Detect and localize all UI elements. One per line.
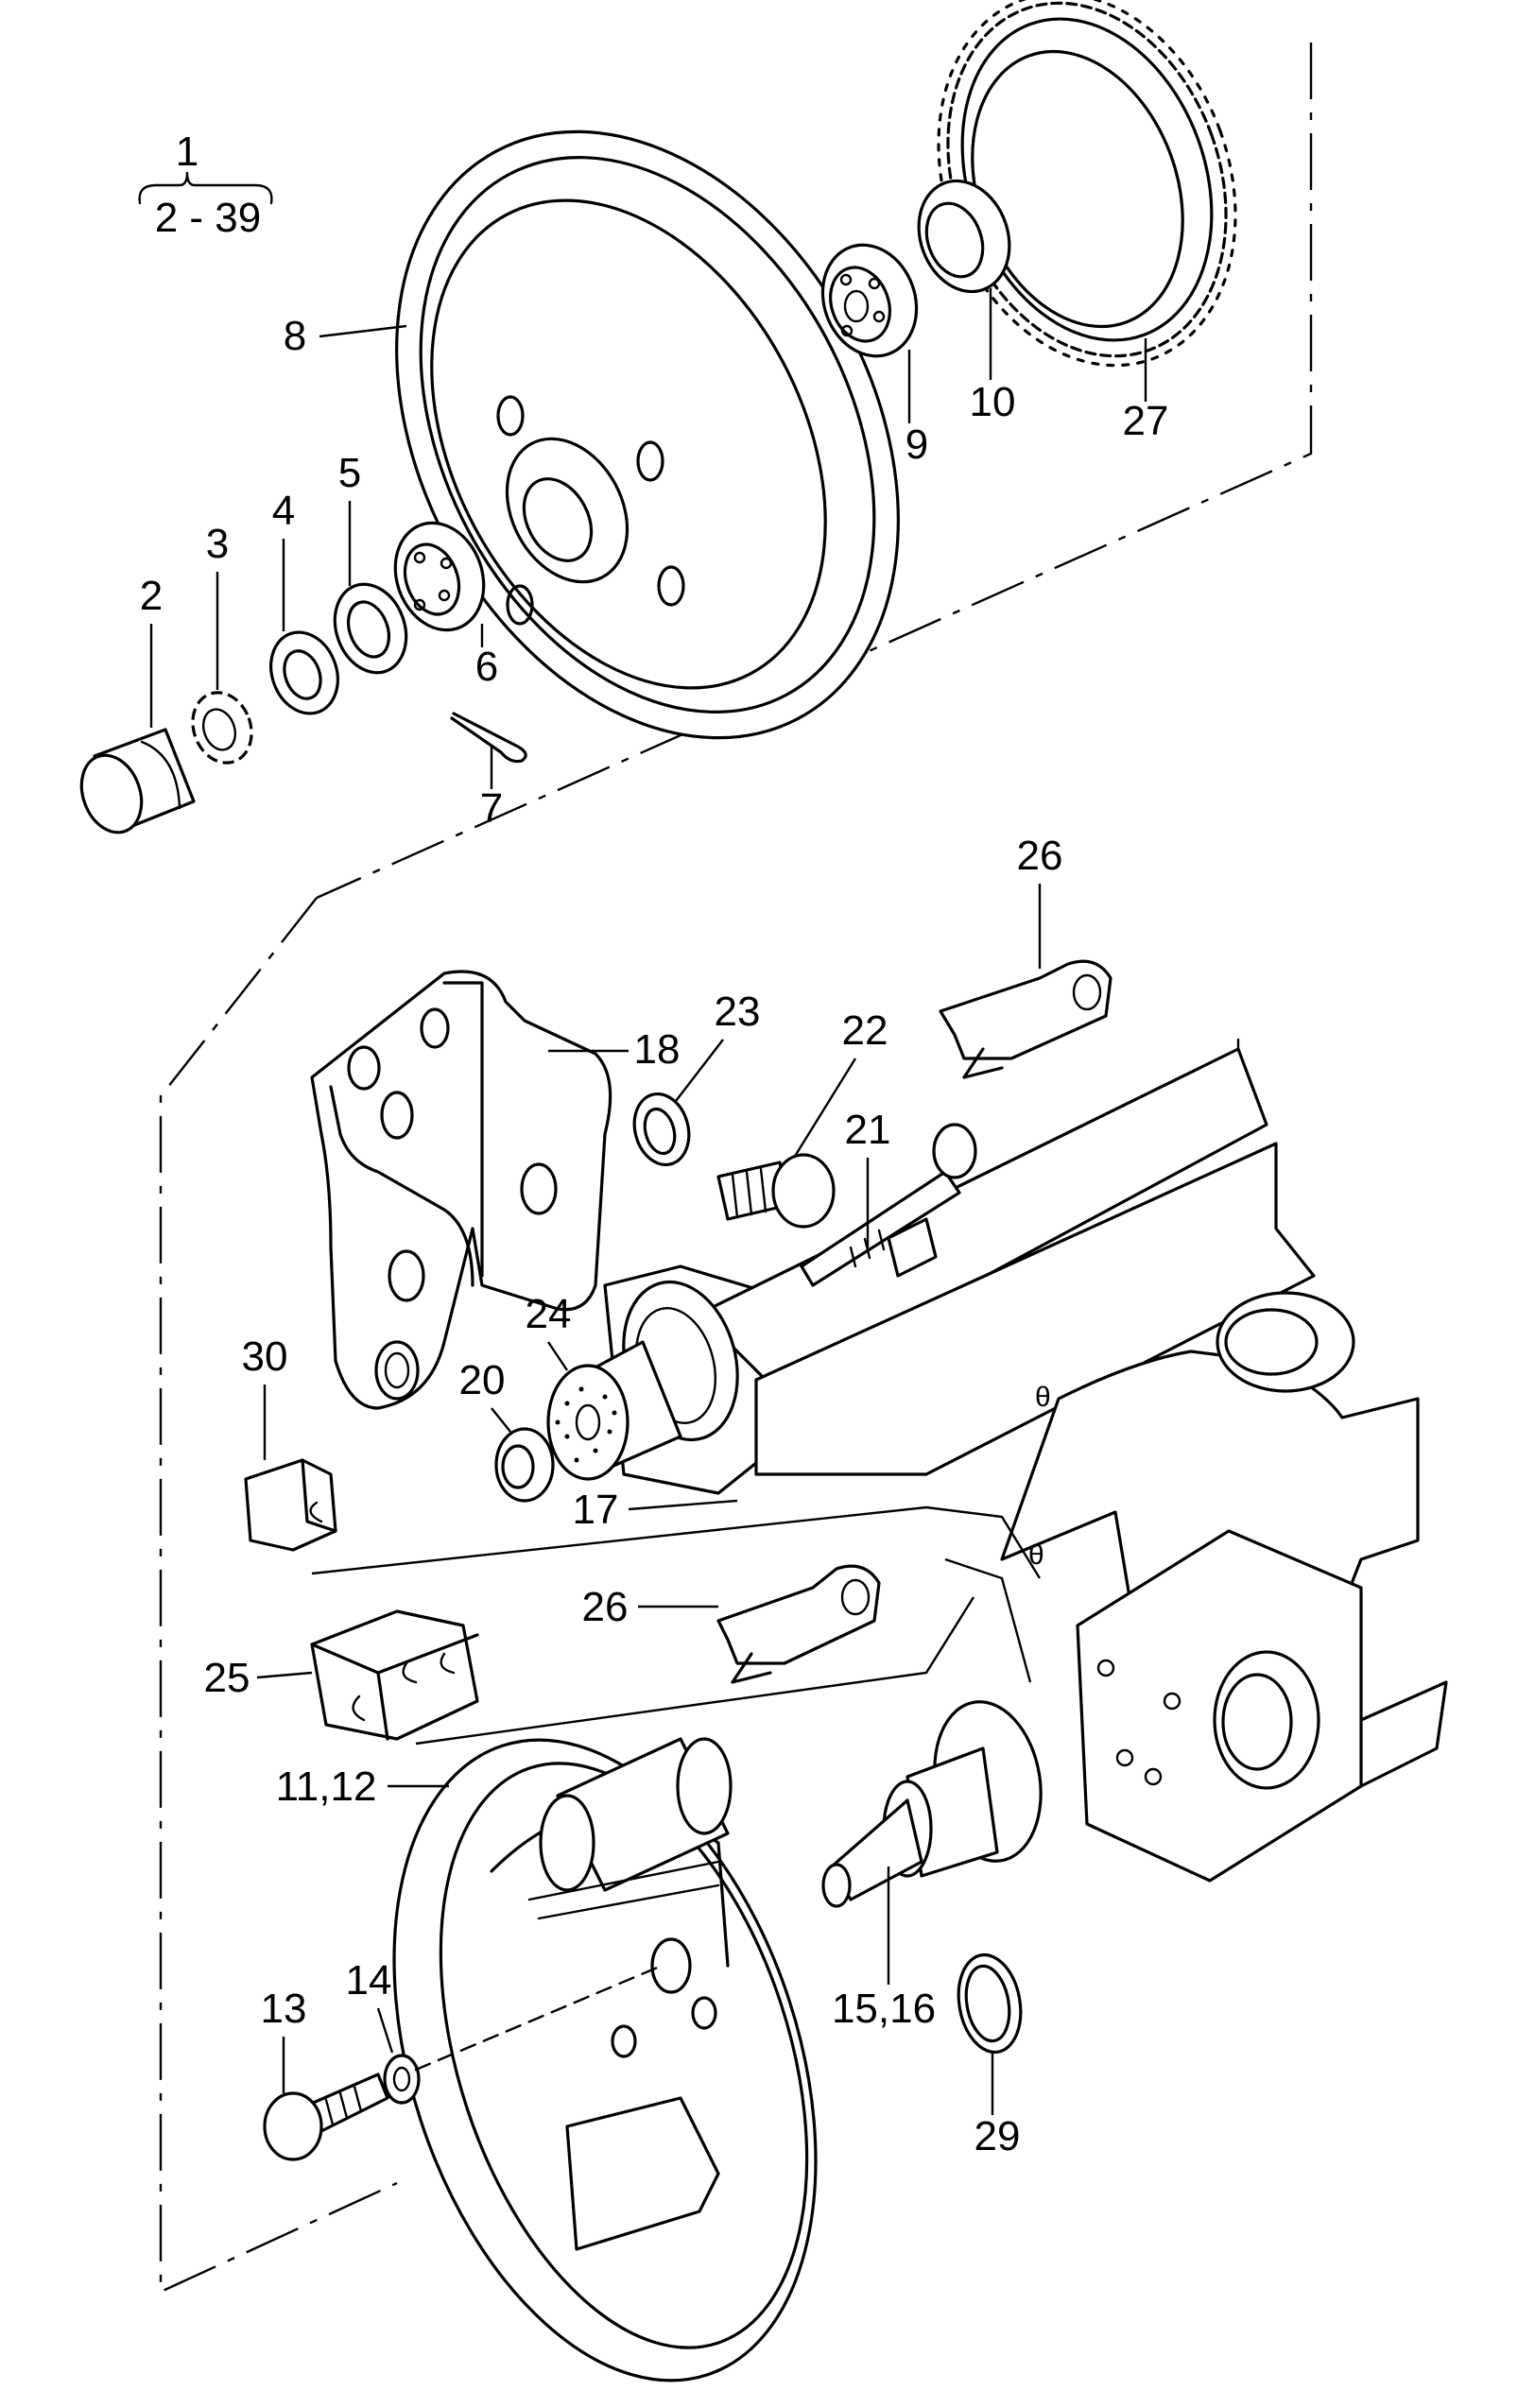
abs-tone-ring	[937, 0, 1237, 368]
callout-9: 9	[905, 350, 928, 468]
callout-30: 30	[242, 1333, 288, 1460]
bolt-axis-line	[414, 1964, 664, 2072]
callout-11-12: 11,12	[276, 1763, 449, 1810]
bush-washer	[494, 1427, 555, 1503]
mark-theta-1: θ	[1035, 1382, 1051, 1413]
callout-30-label: 30	[242, 1333, 288, 1380]
cotter-pin	[450, 712, 527, 764]
callout-10: 10	[970, 288, 1016, 425]
rubber-bush	[546, 1340, 682, 1481]
callout-2: 2	[140, 573, 163, 728]
callout-23: 23	[675, 989, 761, 1102]
callout-26-lower-label: 26	[582, 1584, 629, 1630]
callout-4-label: 4	[272, 488, 295, 534]
callout-20-label: 20	[459, 1357, 506, 1403]
group-number: 1	[176, 129, 198, 175]
callout-18-label: 18	[634, 1026, 681, 1073]
callout-3-label: 3	[206, 521, 229, 567]
callout-18: 18	[548, 1026, 680, 1073]
callout-20: 20	[459, 1357, 511, 1433]
callout-10-label: 10	[970, 379, 1016, 425]
grease-cap	[79, 728, 196, 834]
callout-23-label: 23	[715, 989, 761, 1035]
callout-11-12-label: 11,12	[276, 1763, 377, 1810]
callout-29-label: 29	[974, 2113, 1021, 2159]
upper-frame	[316, 43, 1313, 900]
adjusting-screw	[800, 1123, 977, 1287]
callout-15-16: 15,16	[832, 1866, 936, 2032]
brake-drum	[395, 129, 900, 740]
callout-5: 5	[338, 450, 361, 586]
mounting-bracket	[310, 970, 612, 1410]
callout-8-label: 8	[284, 313, 306, 359]
callout-26-upper-label: 26	[1017, 833, 1063, 879]
callout-26-lower: 26	[582, 1584, 718, 1630]
callout-27: 27	[1123, 338, 1169, 444]
callout-6: 6	[475, 624, 498, 690]
callout-5-label: 5	[338, 450, 361, 496]
hex-bolt	[716, 1153, 836, 1229]
callout-26-upper: 26	[1017, 833, 1063, 969]
outer-seal-ring	[917, 179, 1011, 294]
callout-4: 4	[272, 488, 295, 631]
brake-clip-lower	[716, 1564, 881, 1684]
callout-14-label: 14	[346, 1957, 392, 2004]
callout-13-label: 13	[261, 1986, 307, 2032]
callout-21-label: 21	[845, 1107, 891, 1153]
callout-27-label: 27	[1123, 398, 1169, 444]
callout-9-label: 9	[905, 421, 928, 468]
callout-7-label: 7	[480, 785, 503, 832]
inner-bearing	[393, 521, 486, 632]
callout-7: 7	[480, 747, 503, 832]
callout-6-label: 6	[475, 644, 498, 690]
thrust-washer	[333, 582, 408, 675]
mark-theta-2: θ	[1028, 1539, 1044, 1571]
callout-14: 14	[346, 1957, 394, 2054]
brake-clip-upper	[939, 959, 1112, 1079]
outer-bearing	[820, 243, 919, 358]
plate-washer	[383, 2054, 421, 2105]
callout-25-label: 25	[204, 1655, 250, 1701]
callout-29: 29	[974, 2053, 1021, 2159]
brake-backing-plate	[392, 1737, 818, 2382]
callout-22-label: 22	[842, 1007, 888, 1054]
plate-bolt	[263, 2073, 389, 2161]
callout-25: 25	[204, 1655, 313, 1701]
callout-17-label: 17	[573, 1487, 619, 1533]
rubber-mount-large	[310, 1609, 479, 1741]
callout-8: 8	[284, 313, 407, 359]
callout-21: 21	[845, 1107, 891, 1252]
axle-seal-ring	[957, 1952, 1023, 2055]
callout-24: 24	[526, 1291, 572, 1371]
lower-frame	[159, 897, 398, 2294]
callout-24-label: 24	[526, 1291, 572, 1337]
group-header: 1 2 - 39	[138, 129, 273, 241]
callout-17: 17	[573, 1487, 738, 1533]
callout-2-label: 2	[140, 573, 163, 619]
rubber-mount-small	[244, 1458, 337, 1552]
stub-axle	[821, 1700, 1043, 1908]
callout-3: 3	[206, 521, 229, 690]
spacer-washer	[632, 1092, 691, 1167]
hex-nut	[269, 630, 339, 715]
callout-22: 22	[792, 1007, 888, 1159]
callout-15-16-label: 15,16	[832, 1986, 936, 2032]
callout-13: 13	[261, 1986, 307, 2093]
group-range: 2 - 39	[155, 195, 262, 241]
axle-beam: θ θ	[311, 1047, 1448, 1883]
castle-lock-ring	[191, 691, 253, 765]
